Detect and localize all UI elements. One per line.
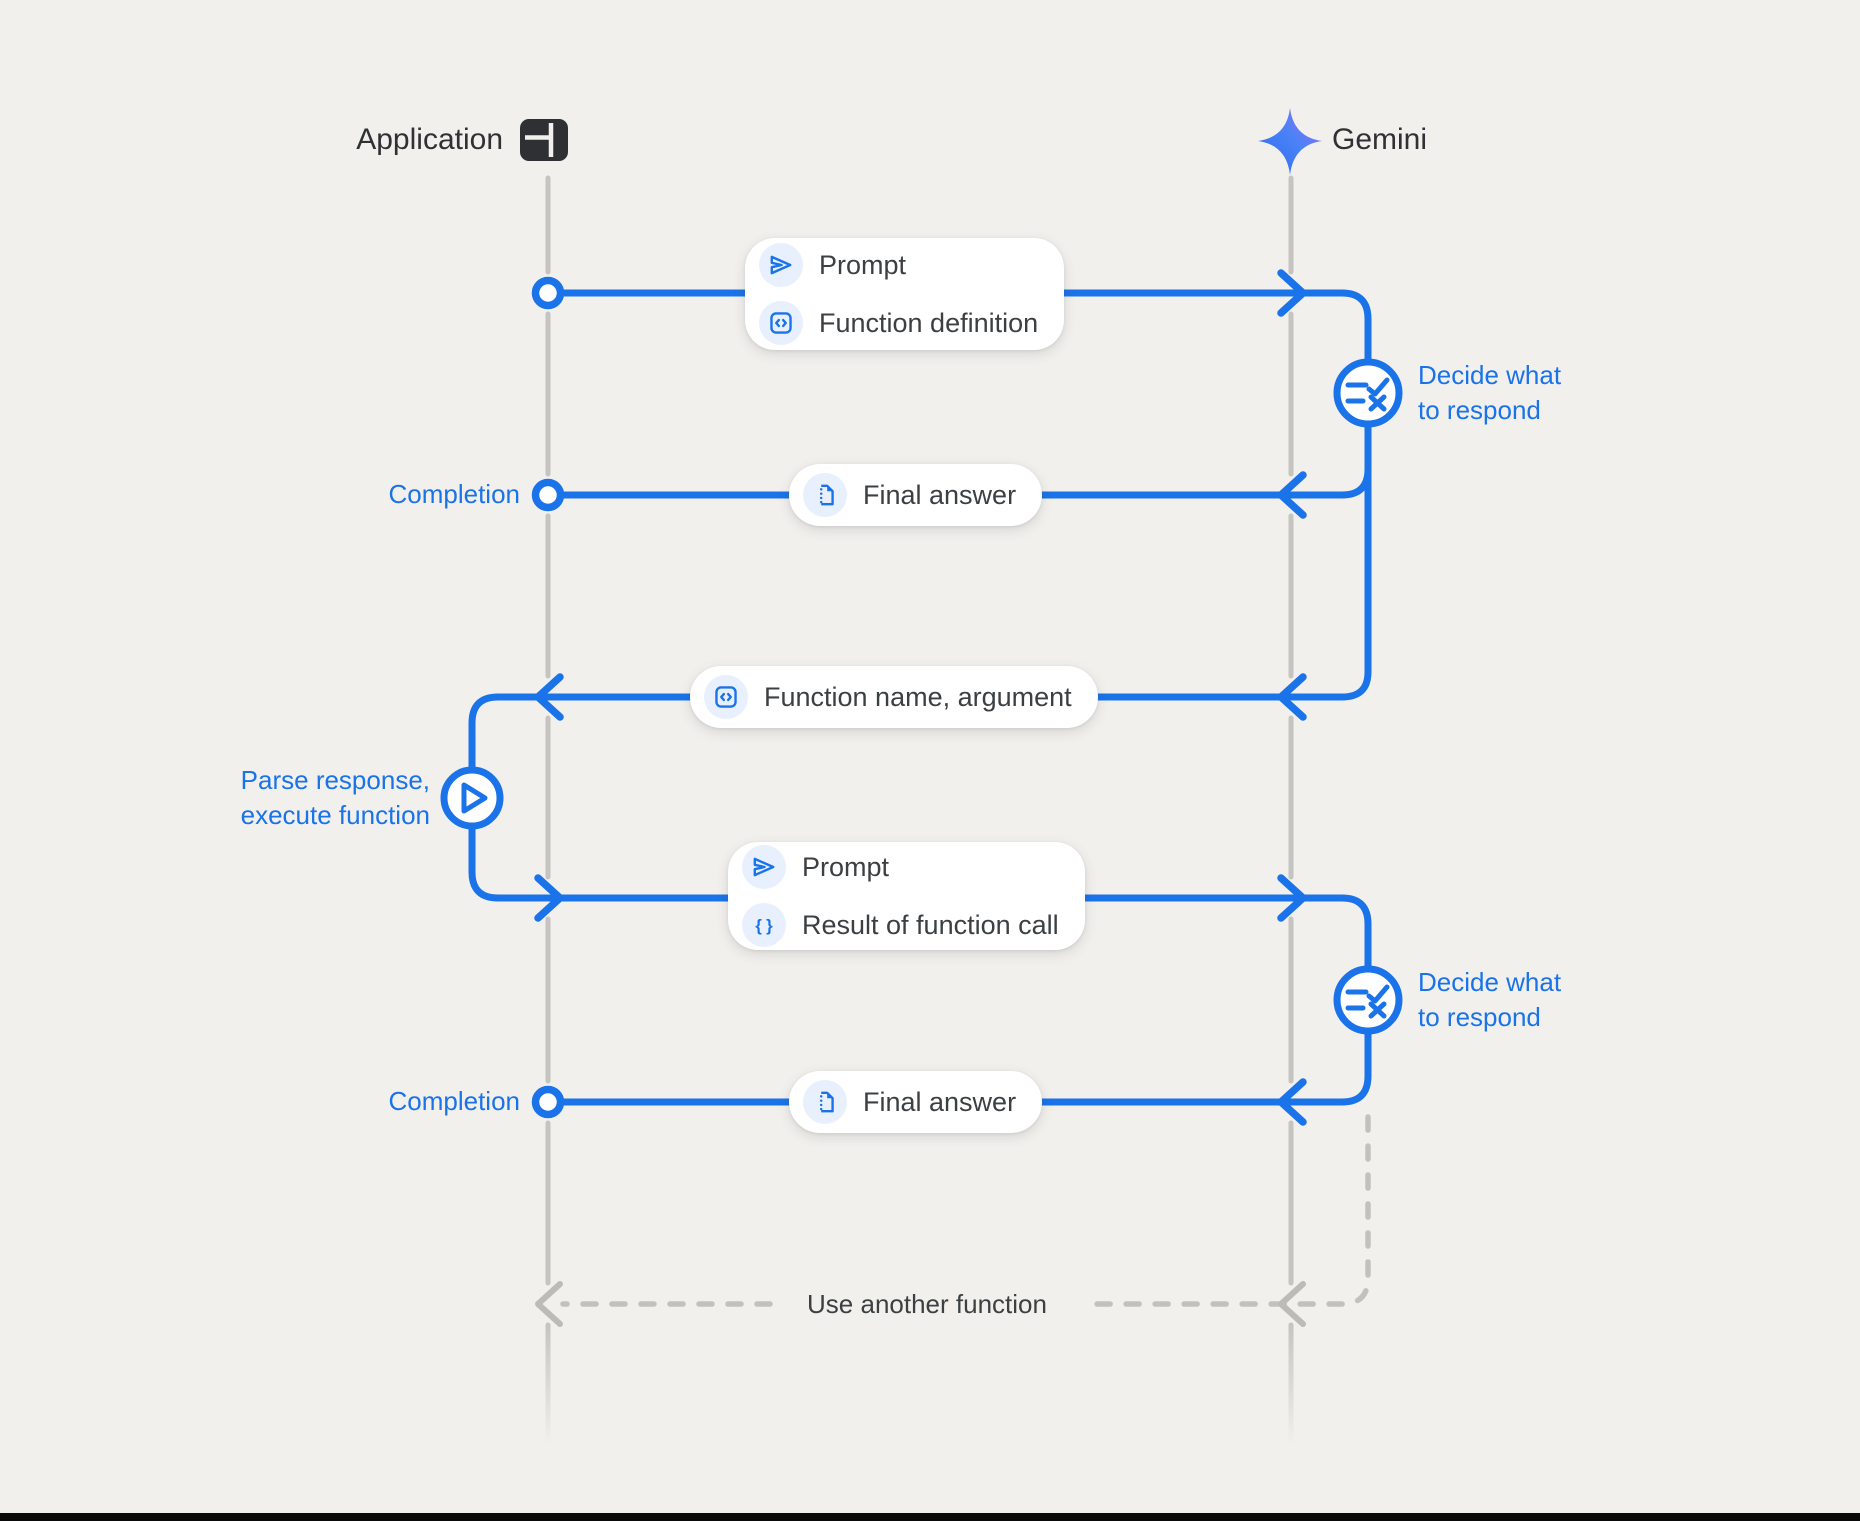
gemini-lifeline-title: Gemini [1332,123,1428,156]
message-label: Prompt [819,249,907,280]
message-label: Final answer [863,1086,1017,1117]
loop-arrowheads [535,1281,1306,1327]
use-another-function-label: Use another function [807,1289,1047,1319]
parse-label-line: execute function [240,800,430,830]
gemini-spark-icon [1258,108,1322,175]
arrowhead-left-icon [534,673,564,721]
message-row: Function name, argument [704,675,1072,719]
message-function-name-argument: Function name, argument [690,666,1098,728]
endpoint-nodes [531,276,565,1119]
message-label: Function name, argument [764,681,1072,712]
send-icon [759,243,803,287]
message-label: Function definition [819,307,1039,338]
execute-node [440,766,504,830]
message-row: Final answer [803,473,1016,517]
arrowhead-right-icon [1277,874,1307,922]
message-row: { } Result of function call [742,903,1059,947]
arrowhead-right-icon [1277,269,1307,317]
decide-rules-icon [1345,984,1390,1019]
message-final-answer-1: Final answer [789,464,1043,526]
decide-label-2: Decide what to respond [1418,965,1561,1035]
message-final-answer-2: Final answer [789,1071,1043,1133]
arrowhead-left-icon [1277,1078,1307,1126]
decide-node-2 [1333,965,1403,1035]
flow-arrowheads [534,269,1307,1126]
message-row: Prompt [742,845,1059,889]
message-row: Function definition [759,301,1038,345]
message-row: Final answer [803,1080,1016,1124]
arrowhead-left-gray-icon [1278,1281,1306,1327]
send-icon [742,845,786,889]
arrowhead-left-icon [1277,673,1307,721]
braces-icon: { } [742,903,786,947]
decide-node-1 [1333,358,1403,428]
decide-label-line: Decide what [1418,360,1562,390]
decide-label-line: Decide what [1418,967,1562,997]
message-row: Prompt [759,243,1038,287]
decide-rules-icon [1345,377,1390,412]
play-icon [461,782,488,814]
arrowhead-right-icon [534,874,564,922]
parse-execute-label: Parse response, execute function [241,763,430,833]
parse-label-line: Parse response, [240,765,430,795]
loop-dashed-path [560,1114,1371,1307]
flow-path-main [468,289,1372,1106]
code-box-icon [759,301,803,345]
application-lifeline-title: Application [356,123,503,156]
document-icon [803,1080,847,1124]
arrowhead-left-icon [1277,471,1307,519]
decide-label-1: Decide what to respond [1418,358,1561,428]
app-window-icon [520,119,568,161]
completion-label-2: Completion [388,1086,520,1116]
svg-text:}: } [766,916,773,935]
completion-node [531,478,565,512]
completion-node [531,1085,565,1119]
decide-label-line: to respond [1418,395,1541,425]
message-label: Result of function call [802,909,1059,940]
message-prompt-function-result: Prompt { } Result of function call [728,842,1085,950]
code-box-icon [704,675,748,719]
completion-label-1: Completion [388,479,520,509]
document-icon [803,473,847,517]
start-node [531,276,565,310]
arrowhead-left-gray-icon [535,1281,563,1327]
message-label: Prompt [802,851,890,882]
message-label: Final answer [863,479,1017,510]
svg-text:{: { [755,916,762,935]
bottom-edge-bar [0,1513,1860,1521]
decide-label-line: to respond [1418,1002,1541,1032]
message-prompt-function-definition: Prompt Function definition [745,238,1065,350]
flow-path-final-answer-1 [544,465,1372,499]
